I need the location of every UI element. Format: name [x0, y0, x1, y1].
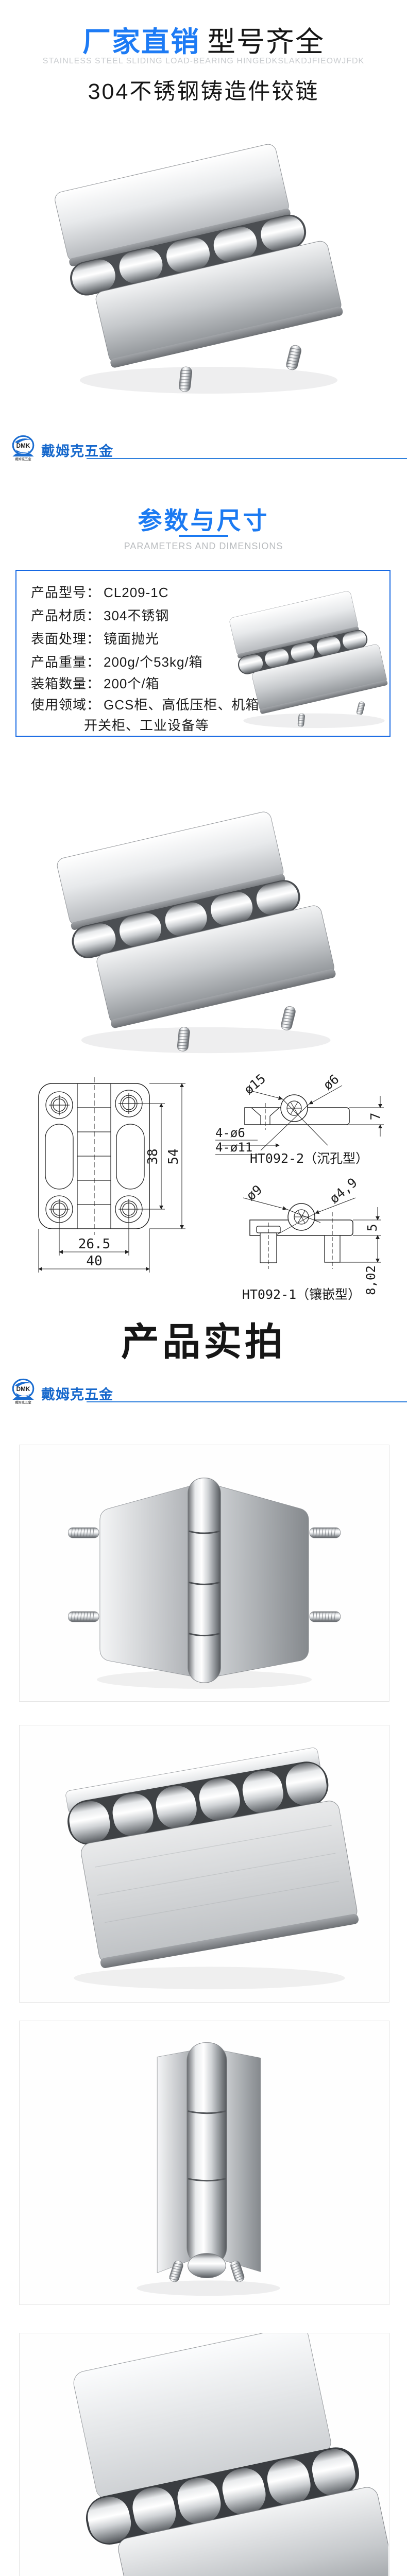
label-dia6: ø6	[320, 1074, 342, 1093]
specs-box-photo	[224, 582, 391, 737]
specs-section-subtitle-en: PARAMETERS AND DIMENSIONS	[124, 541, 283, 551]
page-title: 厂家直销型号齐全	[0, 19, 407, 60]
product-photo-hero	[44, 128, 363, 411]
hinge-top-view-photo	[20, 2333, 388, 2576]
spec-value: CL209-1C	[104, 585, 169, 600]
gallery-photo-front	[19, 1445, 389, 1702]
header-english-strapline: STAINLESS STEEL SLIDING LOAD-BEARING HIN…	[42, 57, 365, 65]
spec-value: GCS柜、高低压柜、机箱柜	[104, 697, 274, 713]
label-dia9: ø9	[244, 1182, 265, 1204]
label-dia4-9: ø4,9	[327, 1175, 360, 1207]
dim-38: 38	[145, 1148, 161, 1164]
dim-4d11: 4-ø11	[215, 1140, 252, 1155]
spec-label: 表面处理：	[31, 631, 101, 647]
spec-label: 装箱数量：	[31, 676, 101, 691]
spec-label: 产品重量：	[31, 654, 101, 670]
header-product-subtitle: 304不锈钢铸造件铰链	[88, 79, 319, 104]
technical-drawing: 38 54 26.5 40 ø15 ø6 7 4-ø6 4-ø11	[38, 1074, 384, 1302]
dim-4d6: 4-ø6	[215, 1126, 245, 1140]
brand-logo-icon: DMK 戴姆克五金	[12, 435, 35, 461]
embedded-section-outline	[243, 1197, 356, 1269]
brand-divider-line	[87, 1401, 407, 1402]
spec-row-packing: 装箱数量：200个/箱	[31, 673, 160, 692]
hinge-standing-photo	[20, 2021, 388, 2305]
spec-label: 产品型号：	[31, 585, 101, 600]
page-title-rest: 型号齐全	[207, 26, 325, 58]
dim-7: 7	[368, 1112, 383, 1120]
caption-ht092-2: HT092-2（沉孔型）	[250, 1151, 368, 1166]
gallery-photo-top-view	[19, 2333, 389, 2576]
product-photo-2	[46, 796, 355, 1070]
embedded-section-dims	[340, 1207, 381, 1263]
specs-section-title: 参数与尺寸	[138, 507, 269, 534]
brand-company-name: 戴姆克五金	[41, 444, 113, 459]
spec-label: 产品材质：	[31, 608, 101, 623]
dim-40: 40	[86, 1253, 102, 1269]
countersunk-section-dims	[215, 1096, 384, 1155]
spec-usage-line2: 开关柜、工业设备等	[84, 718, 210, 733]
hinge-front-photo	[20, 1445, 388, 1701]
spec-value: 304不锈钢	[104, 608, 169, 623]
front-view-dimensions	[38, 1083, 185, 1273]
countersunk-section-outline	[244, 1085, 350, 1151]
brand-logo-abbr: DMK	[16, 1386, 30, 1393]
brand-company-name: 戴姆克五金	[41, 1387, 113, 1402]
brand-logo-icon: DMK 戴姆克五金	[12, 1378, 35, 1404]
spec-row-weight: 产品重量：200g/个53kg/箱	[31, 652, 203, 671]
specs-title-underline	[179, 535, 228, 537]
brand-logo-caption: 戴姆克五金	[15, 1400, 31, 1404]
gallery-section-title: 产品实拍	[121, 1320, 286, 1363]
gallery-photo-standing	[19, 2021, 389, 2305]
brand-logo-caption: 戴姆克五金	[15, 456, 31, 461]
hinge-folded-photo	[20, 1725, 388, 2002]
brand-divider-line	[87, 458, 407, 459]
dim-5: 5	[365, 1224, 380, 1231]
label-dia15: ø15	[241, 1074, 268, 1097]
dim-54: 54	[166, 1148, 181, 1164]
front-view-outline	[38, 1077, 150, 1235]
page-title-accent: 厂家直销	[82, 26, 200, 58]
specs-box: 产品型号：CL209-1C 产品材质：304不锈钢 表面处理：镜面抛光 产品重量…	[15, 570, 391, 737]
brand-logo-abbr: DMK	[16, 443, 30, 449]
spec-row-usage: 使用领域：GCS柜、高低压柜、机箱柜	[31, 694, 273, 714]
caption-ht092-1: HT092-1（镶嵌型）	[242, 1287, 361, 1302]
spec-row-model: 产品型号：CL209-1C	[31, 582, 169, 601]
dim-26-5: 26.5	[78, 1236, 111, 1252]
spec-row-finish: 表面处理：镜面抛光	[31, 629, 159, 648]
gallery-photo-folded	[19, 1725, 389, 2003]
spec-value: 镜面抛光	[104, 631, 160, 647]
spec-value: 200个/箱	[104, 676, 160, 691]
spec-label: 使用领域：	[31, 697, 101, 713]
spec-value: 200g/个53kg/箱	[104, 654, 203, 670]
spec-row-material: 产品材质：304不锈钢	[31, 605, 169, 624]
dim-8-02: 8,02	[364, 1265, 378, 1295]
